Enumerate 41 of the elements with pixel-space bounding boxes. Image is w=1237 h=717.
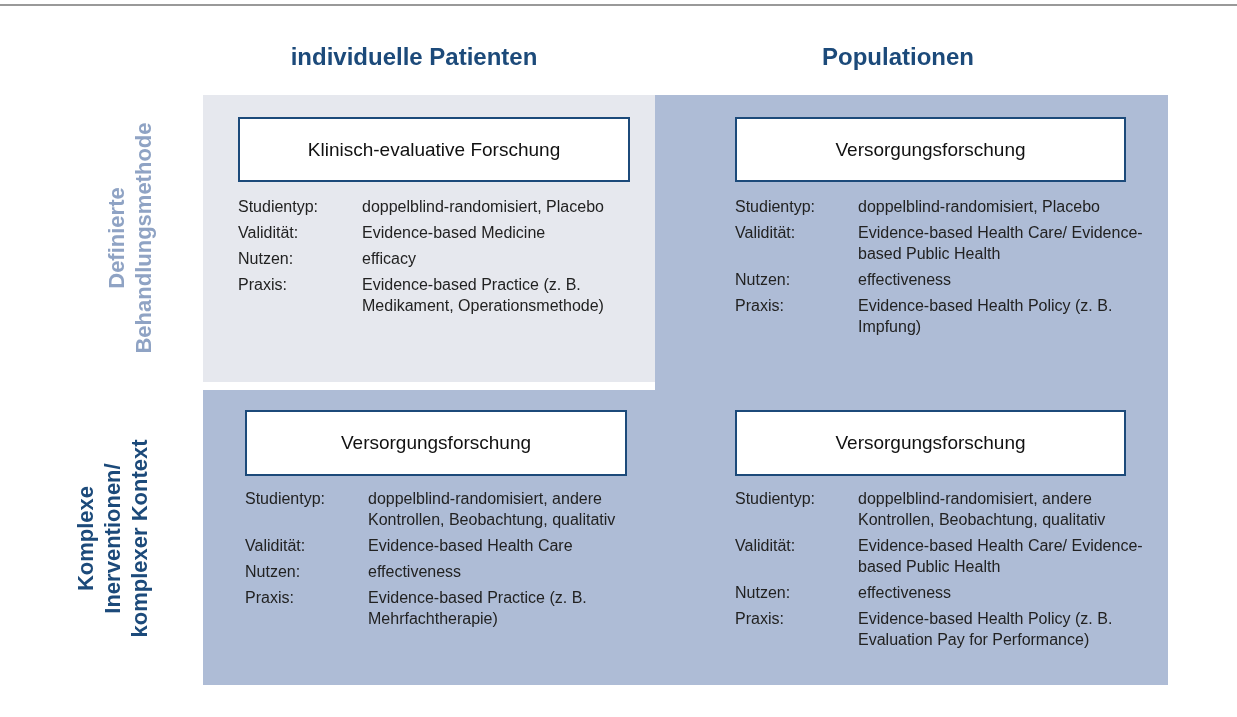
field-label: Studientyp:: [245, 489, 327, 509]
field-label: Praxis:: [735, 296, 785, 316]
field-label: Studientyp:: [735, 197, 817, 217]
field-label: Validität:: [735, 223, 797, 243]
field-value: Evidence-based Health Care: [368, 536, 574, 556]
field-label: Nutzen:: [245, 562, 302, 582]
heading-box: Versorgungsforschung: [245, 410, 627, 476]
field-value: doppelblind-randomisiert, Placebo: [858, 197, 1101, 217]
field-label: Praxis:: [238, 275, 288, 295]
quadrant-panel: [203, 95, 655, 382]
row-heading: Definierte Behandlungsmethode: [103, 121, 157, 356]
row-heading: Komplexe Inerventionen/ komplexer Kontext: [71, 438, 153, 638]
field-value: Evidence-based Health Policy (z. B. Impfung): [858, 296, 1114, 337]
field-value: effectiveness: [858, 270, 953, 290]
field-label: Validität:: [245, 536, 307, 556]
field-label: Validität:: [238, 223, 300, 243]
column-heading: Populationen: [821, 43, 975, 71]
heading-box: Klinisch-evaluative Forschung: [238, 117, 630, 182]
heading-box: Versorgungsforschung: [735, 117, 1126, 182]
field-value: Evidence-based Practice (z. B. Mehrfachtherapie): [368, 588, 588, 629]
field-value: doppelblind-randomisiert, andere Kontrollen, Beobachtung, qualitativ: [858, 489, 1107, 530]
field-value: doppelblind-randomisiert, Placebo: [362, 197, 605, 217]
field-value: Evidence-based Health Policy (z. B. Evaluation Pay for Performance): [858, 609, 1114, 650]
field-label: Praxis:: [735, 609, 785, 629]
field-value: effectiveness: [368, 562, 463, 582]
quadrant-panel: [655, 95, 1168, 390]
field-label: Praxis:: [245, 588, 295, 608]
field-value: effectiveness: [858, 583, 953, 603]
field-value: Evidence-based Medicine: [362, 223, 547, 243]
field-label: Validität:: [735, 536, 797, 556]
heading-box: Versorgungsforschung: [735, 410, 1126, 476]
field-label: Studientyp:: [735, 489, 817, 509]
field-value: efficacy: [362, 249, 417, 269]
field-label: Nutzen:: [735, 270, 792, 290]
field-label: Studientyp:: [238, 197, 320, 217]
field-value: doppelblind-randomisiert, andere Kontrollen, Beobachtung, qualitativ: [368, 489, 617, 530]
field-label: Nutzen:: [238, 249, 295, 269]
quadrant-panel: [203, 390, 663, 685]
field-value: Evidence-based Practice (z. B. Medikament, Operationsmethode): [362, 275, 605, 316]
column-heading: individuelle Patienten: [289, 43, 539, 71]
field-label: Nutzen:: [735, 583, 792, 603]
